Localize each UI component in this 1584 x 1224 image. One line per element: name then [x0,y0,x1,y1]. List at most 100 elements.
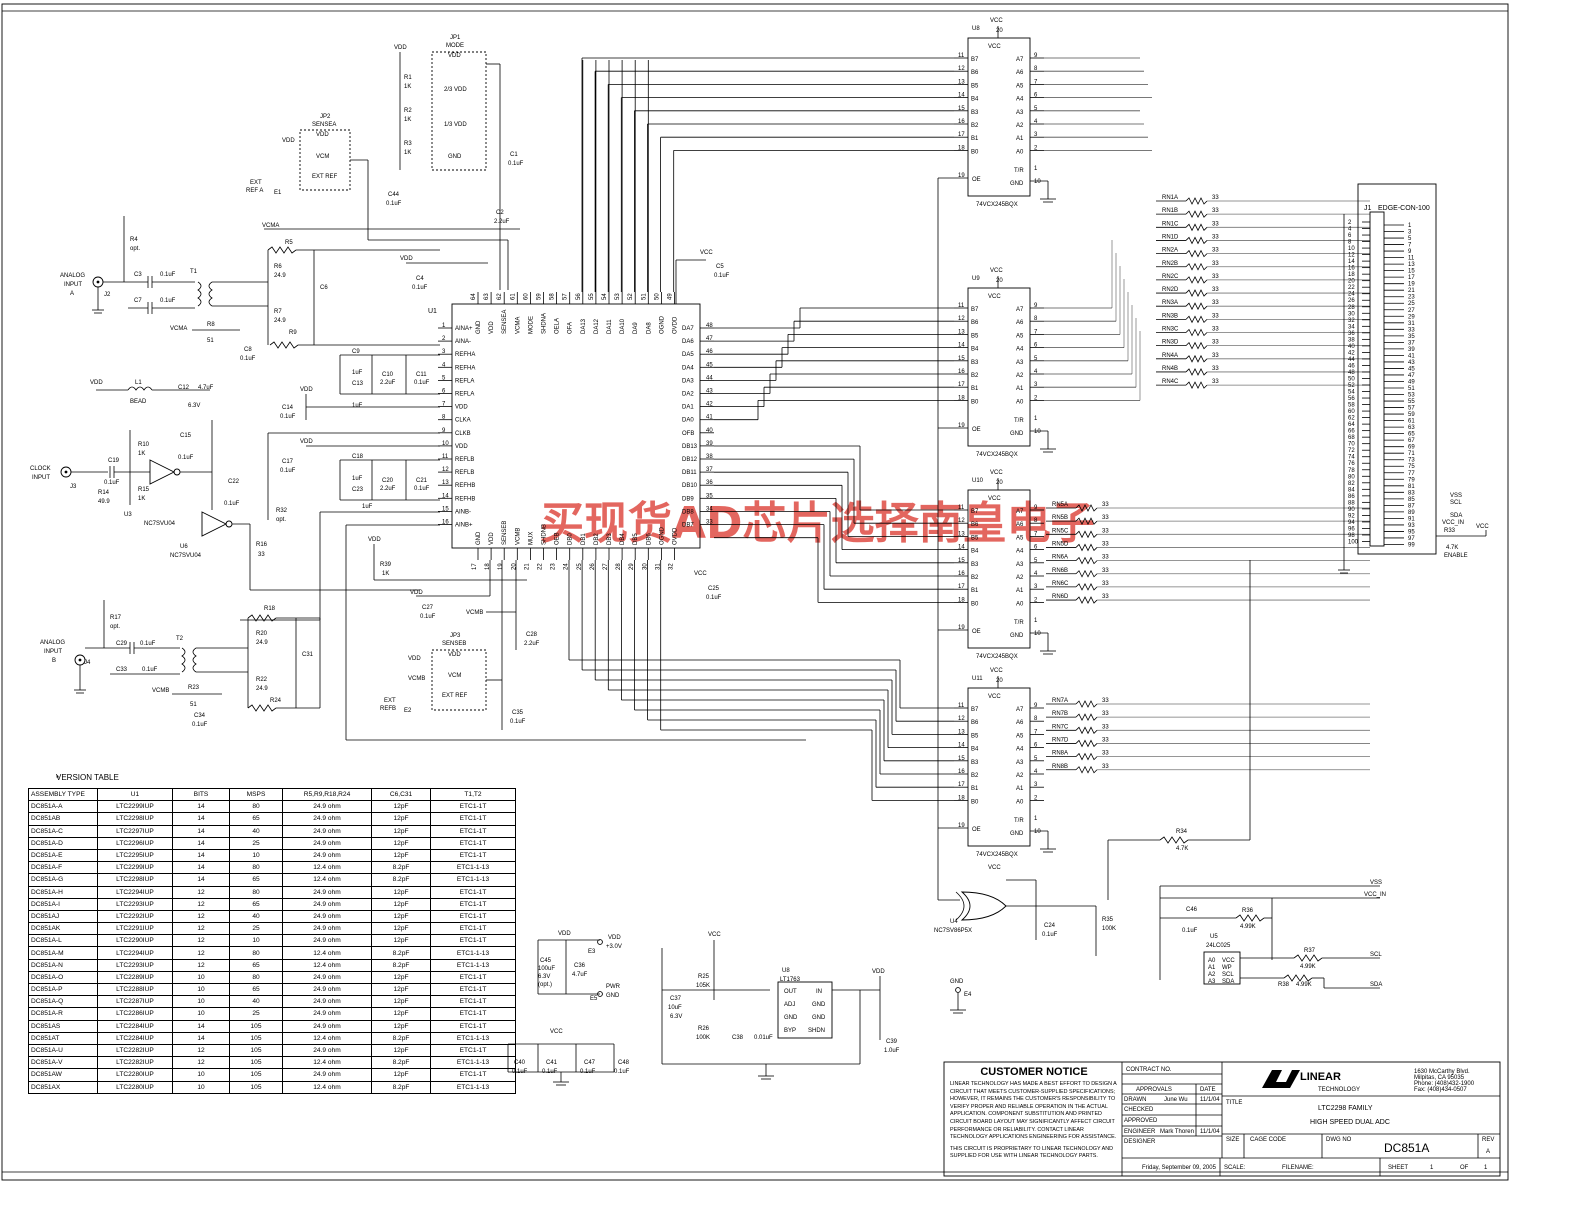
buffer-pin-name: B5 [971,535,979,541]
j1-pin-odd: 67 [1408,438,1415,444]
svg-text:0.1uF: 0.1uF [160,298,176,304]
svg-text:1K: 1K [138,496,145,502]
svg-text:C6: C6 [320,285,328,291]
buffer-pin-number: 8 [1034,716,1038,722]
j1-pin-odd: 65 [1408,432,1415,438]
buffer-pin-name: A4 [1016,347,1024,353]
svg-text:0.1uF: 0.1uF [140,641,156,647]
u1-pin-number: 58 [550,293,556,300]
u1-pin-number: 45 [706,362,713,368]
svg-text:JP2: JP2 [320,114,331,120]
u1-pin-name: VDD [455,444,468,450]
svg-text:EXT REF: EXT REF [442,693,468,699]
svg-text:VCC_IN: VCC_IN [1442,520,1464,526]
buffer-vcc-label: VCC [990,18,1003,24]
buffer-pin-number: 7 [1034,79,1038,85]
j1-pin-even: 20 [1348,279,1355,285]
u1-pin-number: 30 [642,563,648,570]
svg-text:0.1uF: 0.1uF [224,501,240,507]
svg-text:VDD: VDD [558,931,571,937]
svg-text:U6: U6 [180,544,188,550]
u1-pin-name: DB8 [682,509,694,515]
watermark-text: 买现货AD芯片选择南皇电子 [540,498,1095,549]
u1-pin-number: 17 [472,563,478,570]
buffer-pin-name: B1 [971,786,979,792]
buffer-pin-name: B3 [971,110,979,116]
buffer-pin-name: B4 [971,347,979,353]
svg-text:C4: C4 [416,276,424,282]
j1-pin-odd: 87 [1408,503,1415,509]
buffer-pin-name: A3 [1016,562,1024,568]
svg-text:C20: C20 [382,478,394,484]
svg-text:11/1/04: 11/1/04 [1200,1097,1220,1103]
buffer-ref: U8 [972,26,980,32]
buffer-pin-name: B2 [971,373,979,379]
resistor-net-ref: RN2D [1162,287,1179,293]
u1-pin-name: DA6 [682,339,694,345]
resistor-net-ref: RN5D [1052,541,1069,547]
u1-pin-name: OGND [659,315,665,334]
svg-text:DATE: DATE [1200,1087,1216,1093]
j1-pin-odd: 53 [1408,393,1415,399]
u1-pin-name: DB3 [607,533,613,545]
buffer-pin-name: B0 [971,601,979,607]
u1-pin-name: REFLB [455,457,474,463]
svg-text:R1: R1 [404,75,412,81]
svg-text:C27: C27 [422,605,434,611]
svg-text:1uF: 1uF [352,403,363,409]
buffer-pin-number: 6 [1034,343,1038,349]
buffer-pin-name: A7 [1016,707,1024,713]
buffer-pin-number: 9 [1034,703,1038,709]
u1-pin-number: 38 [706,454,713,460]
j1-pin-odd: 47 [1408,373,1415,379]
buffer-pin-number: 17 [958,584,965,590]
svg-text:GND: GND [448,154,462,160]
svg-text:C8: C8 [244,347,252,353]
buffer-pin-number: 12 [958,518,965,524]
buffer-pin-number: 15 [958,756,965,762]
buffer-vcc-label: VCC [990,268,1003,274]
u1-pin-number: 22 [538,563,544,570]
j1-pin-odd: 21 [1408,288,1415,294]
u1-pin-name: DA3 [682,378,694,384]
u1-pin-number: 43 [706,389,713,395]
buffer-pin-name: B2 [971,123,979,129]
j1-pin-even: 8 [1348,240,1352,246]
buffer-u10: U10VCC20VCC11B712B613B514B415B316B217B11… [938,470,1056,660]
u1-pin-name: DB2 [594,533,600,545]
svg-text:0.1uF: 0.1uF [142,667,158,673]
svg-text:11/1/04: 11/1/04 [1200,1129,1220,1135]
u1-pin-number: 25 [577,563,583,570]
buffer-oe-pin: 19 [958,173,965,179]
resistor-net-value: 33 [1102,515,1109,521]
svg-text:C12: C12 [178,385,190,391]
svg-text:VDD: VDD [300,439,313,445]
u1-pin-name: REFHB [455,496,475,502]
svg-text:24LC025: 24LC025 [1206,943,1231,949]
j1-pin-odd: 31 [1408,321,1415,327]
analog-input-a: ANALOG INPUT A J2 C3 0.1uF C7 0.1uF T1 R… [60,216,520,362]
svg-text:VDD: VDD [448,652,461,658]
buffer-pin-name: A3 [1016,760,1024,766]
svg-text:0.1uF: 0.1uF [414,380,430,386]
u1-pin-name: OVDD [673,316,679,334]
svg-text:C23: C23 [352,487,364,493]
u1-pin-number: 14 [442,493,449,499]
resistor-net-value: 33 [1212,234,1219,240]
buffer-pin-name: B7 [971,509,979,515]
u1-pin-number: 35 [706,493,713,499]
svg-text:SHDN: SHDN [808,1028,825,1034]
svg-text:A: A [1486,1149,1490,1155]
resistor-net-value: 33 [1212,261,1219,267]
j1-pin-odd: 99 [1408,542,1415,548]
buffer-pin-name: A6 [1016,320,1024,326]
u1-pin-name: DA12 [594,318,600,334]
svg-text:C46: C46 [1186,907,1198,913]
buffer-pin-name: A5 [1016,333,1024,339]
svg-text:VDD: VDD [872,969,885,975]
svg-text:T1: T1 [190,269,198,275]
buffer-pin-number: 12 [958,716,965,722]
buffer-pin-number: 9 [1034,505,1038,511]
svg-text:VDD: VDD [608,935,621,941]
svg-text:APPROVED: APPROVED [1124,1118,1158,1124]
